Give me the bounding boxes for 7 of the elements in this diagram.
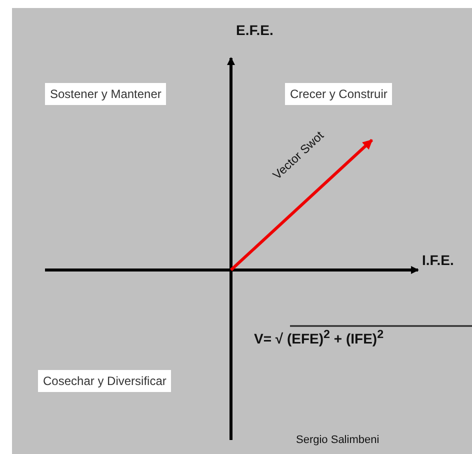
quadrant-label: Cosechar y Diversificar [38, 370, 172, 392]
axis-title: E.F.E. [236, 22, 274, 38]
formula: V= √ (EFE)$^{2}$ + (IFE)$^{2}$ [254, 328, 384, 347]
quadrant-label: Sostener y Mantener [45, 83, 166, 105]
axis-title: I.F.E. [422, 252, 454, 268]
quadrant-label: Crecer y Construir [285, 83, 392, 105]
author-credit: Sergio Salimbeni [296, 434, 380, 446]
